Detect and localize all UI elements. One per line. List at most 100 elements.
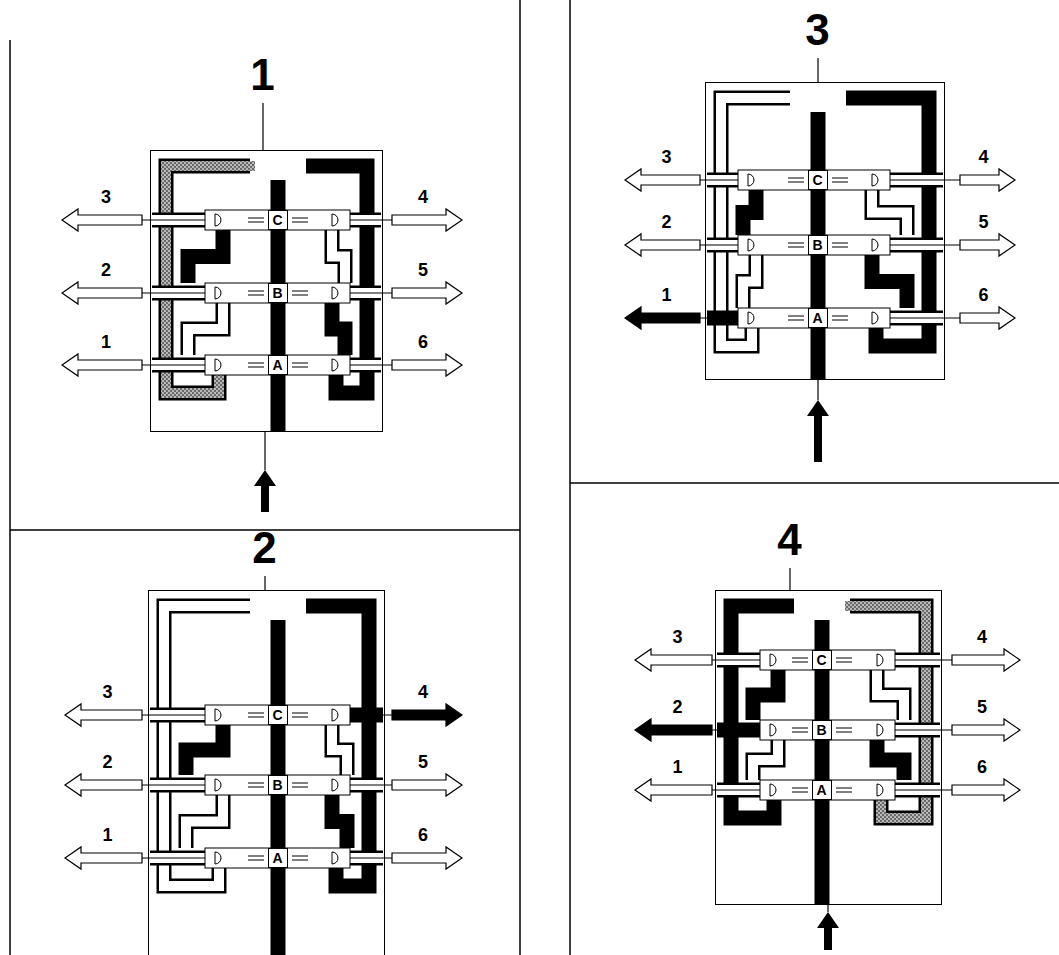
spool-body <box>205 355 350 375</box>
panel-divider <box>570 482 1059 484</box>
port-arrow <box>392 704 462 726</box>
channel-outline <box>164 606 250 886</box>
leader-line <box>350 715 392 716</box>
port-arrow <box>392 354 462 376</box>
spool-land <box>770 784 776 796</box>
spool-letter-box: C <box>268 210 288 230</box>
spool-land <box>332 852 338 864</box>
panel-divider <box>569 0 571 955</box>
port-number: 2 <box>101 261 111 279</box>
channel-outline <box>332 303 345 355</box>
valve-panel <box>625 58 1015 462</box>
spool-letter-box: C <box>808 170 828 190</box>
spool-rod <box>792 792 808 793</box>
port-number: 5 <box>418 261 428 279</box>
spool-rod <box>832 178 848 179</box>
port-number: 6 <box>977 758 987 776</box>
port-arrow <box>62 282 142 304</box>
spool-letter: C <box>272 213 282 227</box>
spool-land <box>877 654 883 666</box>
channel-fill <box>188 303 223 355</box>
spool-land <box>872 312 878 324</box>
valve-housing: 2CBA <box>148 590 385 955</box>
spool-land <box>770 724 776 736</box>
panel-number: 1 <box>250 53 274 97</box>
spool-land <box>872 174 878 186</box>
spool-letter: B <box>812 238 822 252</box>
leader-line <box>350 220 392 221</box>
channel-fill <box>332 230 345 283</box>
spool-letter: B <box>816 723 826 737</box>
panel-number: 2 <box>252 526 276 570</box>
spool-rod <box>248 218 264 219</box>
leader-line <box>895 730 952 731</box>
port-number: 3 <box>661 148 671 166</box>
spool-rod <box>832 320 848 321</box>
spool-rod <box>248 713 264 714</box>
spool-rod <box>836 732 852 733</box>
leader-line <box>350 858 392 859</box>
spool-land <box>748 239 754 251</box>
spool-rod <box>292 717 308 718</box>
panel-divider <box>519 0 521 955</box>
spool-rod <box>248 787 264 788</box>
spool-rod <box>292 295 308 296</box>
spool-rod <box>832 316 848 317</box>
port-arrow <box>952 779 1020 801</box>
channel-outline <box>753 670 778 720</box>
spool-body <box>760 650 895 670</box>
spool-body <box>738 235 890 255</box>
spool-letter-box: A <box>268 848 288 868</box>
spool-rod <box>788 178 804 179</box>
spool-rod <box>292 222 308 223</box>
channel-fill <box>332 725 347 775</box>
spool-letter: A <box>272 358 282 372</box>
spool-rod <box>792 732 808 733</box>
spool-letter-box: C <box>268 705 288 725</box>
spool-body <box>205 283 350 303</box>
port-number: 2 <box>672 698 682 716</box>
leader-line <box>142 715 205 716</box>
port-arrow <box>392 209 462 231</box>
section-line <box>817 58 818 82</box>
spool-rod <box>248 295 264 296</box>
spool-letter-box: B <box>808 235 828 255</box>
channel-fill <box>186 795 223 848</box>
spool-land <box>748 174 754 186</box>
spool-rod <box>836 728 852 729</box>
spool-rod <box>788 320 804 321</box>
panel-divider <box>9 40 11 955</box>
port-number: 6 <box>418 826 428 844</box>
leader-line <box>350 293 392 294</box>
valve-panel <box>62 103 462 512</box>
port-arrow <box>635 719 712 741</box>
port-arrow <box>635 649 712 671</box>
section-line <box>789 568 790 590</box>
port-arrow <box>392 847 462 869</box>
section-line <box>827 905 828 912</box>
inlet-arrow <box>817 912 839 950</box>
spool-land <box>332 709 338 721</box>
spool-rod <box>292 783 308 784</box>
channel-outline <box>332 795 347 848</box>
leader-line <box>712 660 760 661</box>
leader-line <box>712 790 760 791</box>
port-arrow <box>625 169 700 191</box>
spool-rod <box>292 713 308 714</box>
spool-body <box>738 170 890 190</box>
spool-rod <box>792 728 808 729</box>
port-arrow <box>952 649 1020 671</box>
leader-line <box>890 245 960 246</box>
channel-outline <box>743 255 756 308</box>
spool-body <box>738 308 890 328</box>
channel-outline <box>753 740 778 780</box>
channel-outline <box>188 230 223 283</box>
leader-line <box>890 180 960 181</box>
port-arrow <box>392 282 462 304</box>
spool-land <box>215 214 221 226</box>
spool-letter: A <box>816 783 826 797</box>
valve-housing: 4CBA <box>715 590 942 905</box>
channel-outline <box>877 740 904 780</box>
channel-outline <box>743 190 756 235</box>
